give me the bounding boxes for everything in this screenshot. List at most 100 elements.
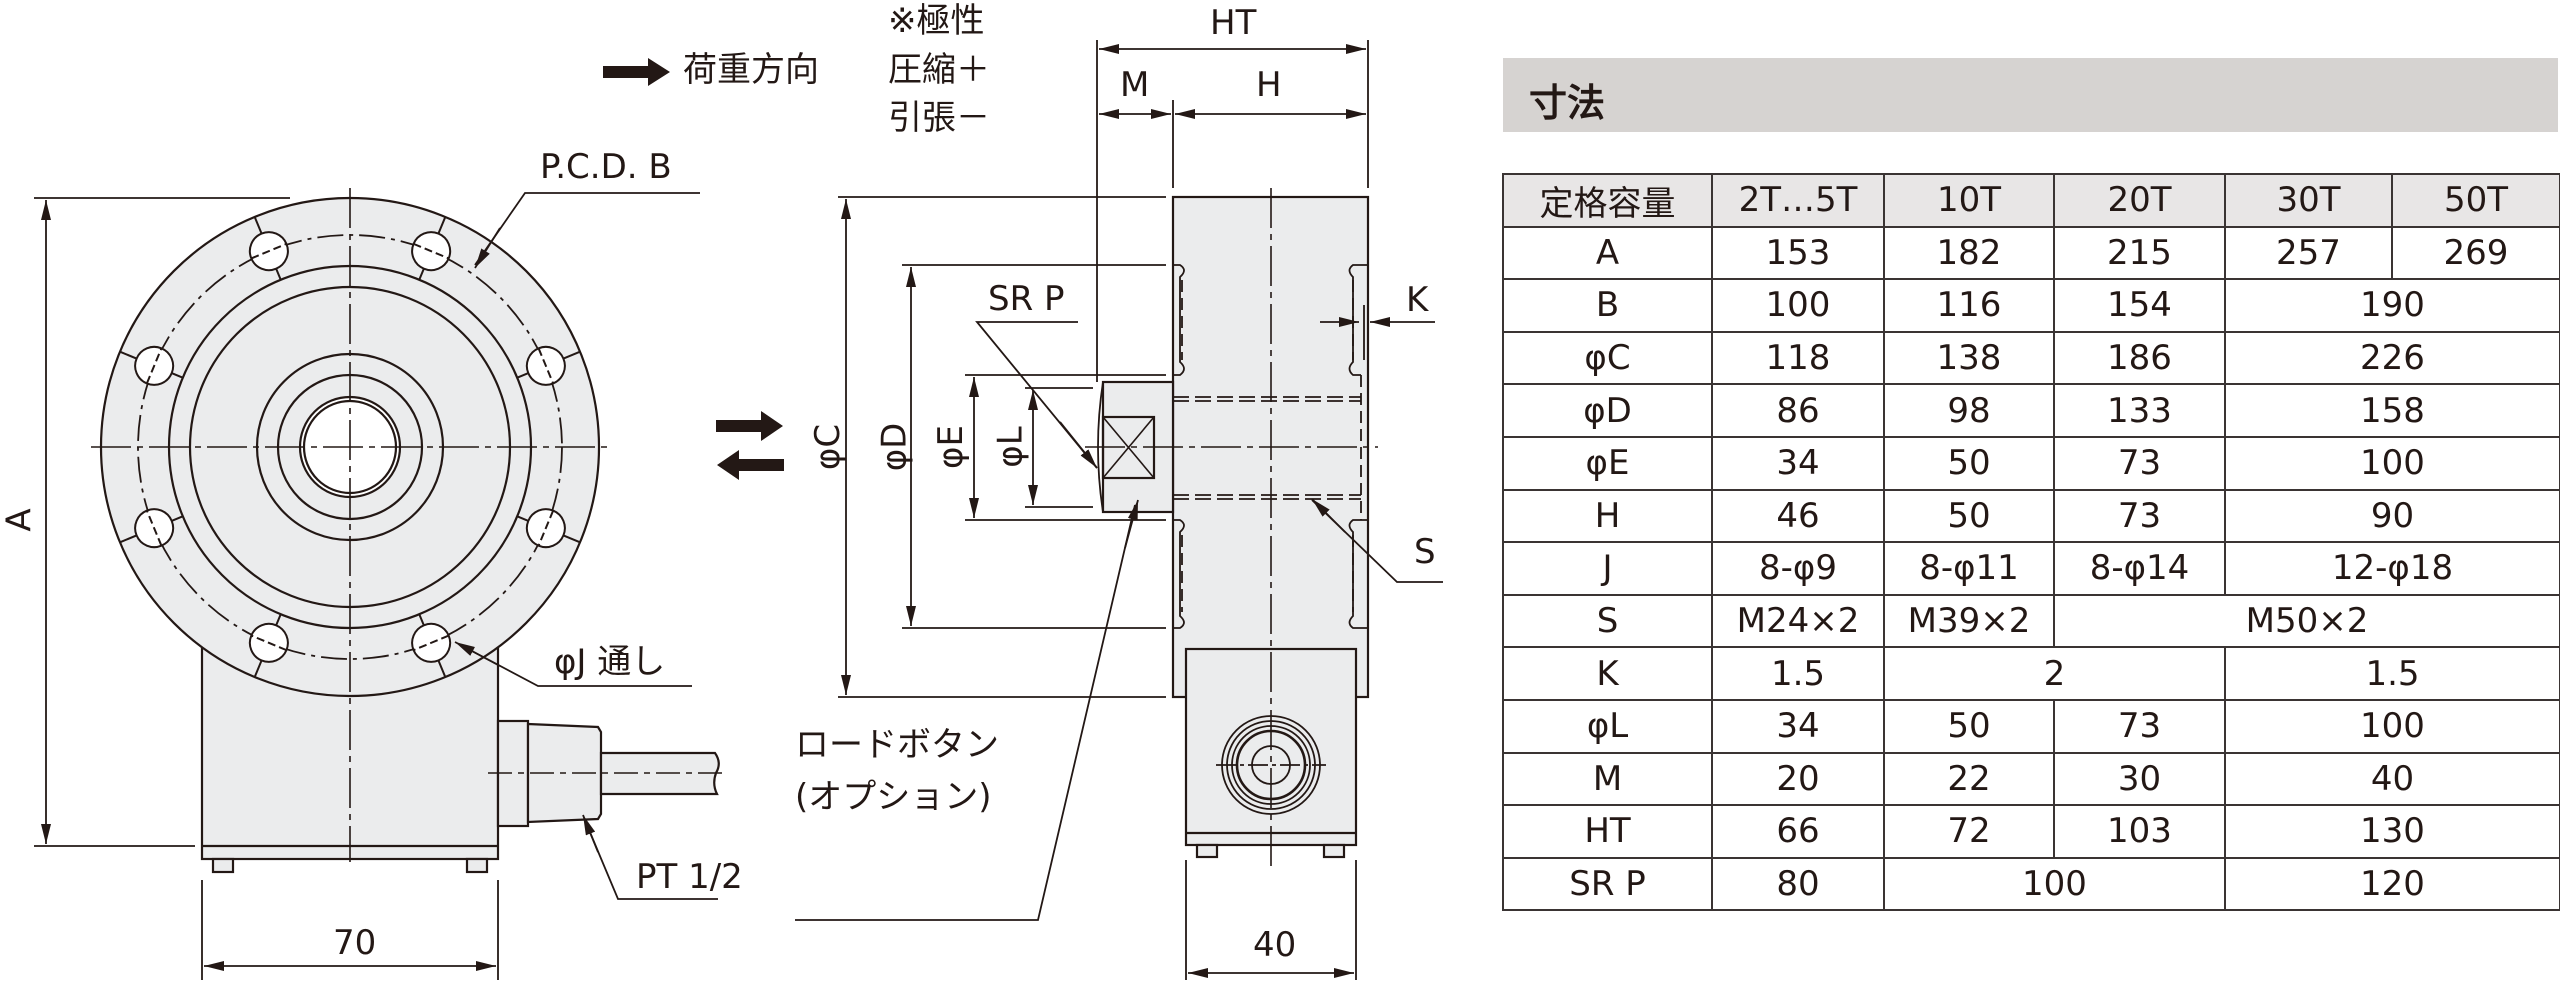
table-cell: 100 (2224, 698, 2560, 754)
row-label: φC (1502, 330, 1713, 386)
table-cell: 215 (2053, 225, 2226, 281)
header-rated-capacity: 定格容量 (1502, 173, 1713, 228)
header-50t: 50T (2391, 173, 2560, 228)
table-cell: 73 (2053, 435, 2226, 491)
load-button-leader (795, 504, 1136, 921)
table-cell: 20 (1711, 751, 1885, 807)
arrow-right-icon (603, 58, 670, 86)
load-button-label: ロードボタン (795, 725, 999, 765)
srp-leader (975, 321, 1098, 469)
phi-c-label: φC (808, 423, 849, 471)
table-cell: M24×2 (1711, 593, 1885, 649)
hole-label: φJ 通し (554, 642, 666, 682)
row-label: φL (1502, 698, 1713, 754)
load-direction-label: 荷重方向 (683, 50, 819, 90)
table-cell: 73 (2053, 698, 2226, 754)
table-cell: 50 (1883, 698, 2055, 754)
row-label: H (1502, 488, 1713, 544)
table-cell: 8-φ9 (1711, 541, 1885, 596)
table-cell: 154 (2053, 278, 2226, 333)
option-label: (オプション) (795, 777, 992, 817)
table-cell: 138 (1883, 330, 2055, 386)
table-cell: 2 (1883, 646, 2226, 701)
table-cell: 73 (2053, 488, 2226, 544)
table-cell: 153 (1711, 225, 1885, 281)
table-cell: 116 (1883, 278, 2055, 333)
table-cell: 100 (1711, 278, 1885, 333)
row-label: φD (1502, 383, 1713, 438)
dimensions-section-header: 寸法 (1503, 58, 2558, 132)
s-label: S (1414, 532, 1436, 572)
row-label: HT (1502, 804, 1713, 859)
row-label: S (1502, 593, 1713, 649)
header-30t: 30T (2224, 173, 2393, 228)
table-cell: 12-φ18 (2224, 541, 2560, 596)
arrow-left-icon (717, 450, 784, 480)
phi-d-label: φD (874, 422, 915, 472)
table-cell: 50 (1883, 435, 2055, 491)
foot (1195, 843, 1219, 859)
side-view (795, 40, 1443, 980)
table-cell: 22 (1883, 751, 2055, 807)
table-cell: 226 (2224, 330, 2560, 386)
table-cell: 98 (1883, 383, 2055, 438)
header-10t: 10T (1883, 173, 2055, 228)
table-cell: 66 (1711, 804, 1885, 859)
port-label: PT 1/2 (636, 857, 743, 897)
table-cell: 72 (1883, 804, 2055, 859)
table-cell: 1.5 (1711, 646, 1885, 701)
row-label: J (1502, 541, 1713, 596)
row-label: K (1502, 646, 1713, 701)
dim-70-label: 70 (333, 923, 377, 963)
table-cell: 269 (2391, 225, 2560, 281)
row-label: A (1502, 225, 1713, 281)
k-label: K (1406, 280, 1429, 320)
foot (465, 857, 489, 874)
table-cell: 133 (2053, 383, 2226, 438)
polarity-title: ※極性 (888, 1, 985, 41)
row-label: B (1502, 278, 1713, 333)
table-cell: 34 (1711, 698, 1885, 754)
table-header-row: 定格容量 2T…5T 10T 20T 30T 50T (1502, 173, 2560, 228)
section-title: 寸法 (1529, 81, 1606, 125)
tension-label: 引張－ (888, 98, 990, 138)
bolt-holes (119, 216, 581, 678)
table-cell: 30 (2053, 751, 2226, 807)
foot (211, 857, 235, 874)
table-cell: 1.5 (2224, 646, 2560, 701)
row-label: φE (1502, 435, 1713, 491)
phi-e-label: φE (930, 425, 971, 469)
arrow-right-icon (716, 411, 783, 441)
table-cell: 190 (2224, 278, 2560, 333)
table-cell: 34 (1711, 435, 1885, 491)
front-view (34, 188, 724, 980)
foot (1322, 843, 1346, 859)
dim-h-label: H (1256, 65, 1282, 105)
compression-label: 圧縮＋ (888, 50, 990, 90)
table-cell: 182 (1883, 225, 2055, 281)
srp-label: SR P (988, 279, 1065, 319)
load-direction-arrows (603, 58, 784, 480)
table-cell: 158 (2224, 383, 2560, 438)
table-cell: 8-φ11 (1883, 541, 2055, 596)
phi-l-label: φL (990, 426, 1031, 468)
table-cell: 80 (1711, 856, 1885, 912)
row-label: SR P (1502, 856, 1713, 912)
table-cell: 130 (2224, 804, 2560, 859)
table-cell: 46 (1711, 488, 1885, 544)
table-cell: 100 (2224, 435, 2560, 491)
table-cell: 186 (2053, 330, 2226, 386)
table-cell: 90 (2224, 488, 2560, 544)
